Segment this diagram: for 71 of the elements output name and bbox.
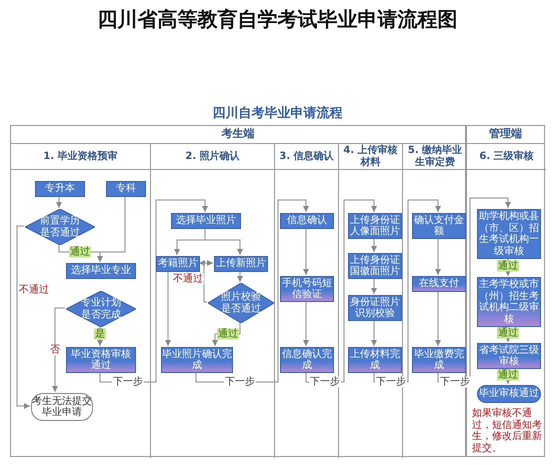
lane-header: 考生端 — [11, 126, 465, 144]
process-box: 毕业资格审核通过 — [66, 347, 136, 373]
edge-label: 通过 — [497, 328, 519, 338]
edge-label: 是 — [94, 328, 106, 340]
process-box: 手机号码短信验证 — [280, 276, 334, 302]
lane-header: 2. 照片确认 — [151, 144, 274, 170]
process-box: 专科 — [106, 181, 146, 197]
edge-label: 通过 — [69, 246, 91, 258]
connector-arrow — [100, 200, 208, 382]
process-box: 考籍照片 — [156, 256, 200, 272]
process-box: 助学机构或县（市、区）招生考试机构一级审核 — [477, 209, 541, 259]
note-text: 如果审核不通过，短信通知考生，修改后重新提交。 — [472, 408, 542, 454]
process-box: 上传材料完成 — [348, 347, 402, 373]
connector-arrow — [16, 226, 30, 409]
edge-label: 通过 — [497, 370, 519, 380]
connector-arrow — [435, 290, 441, 346]
process-box: 主考学校或市（州）招生考试机构二级审核 — [477, 277, 541, 327]
terminal-box: 考生无法提交毕业申请 — [31, 393, 93, 421]
edge-label: 下一步 — [309, 376, 341, 388]
edge-label: 下一步 — [439, 376, 471, 388]
process-box: 专升本 — [35, 181, 85, 197]
connector-arrow — [374, 200, 441, 382]
connector-arrow — [306, 200, 377, 382]
flowchart-heading: 四川自考毕业申请流程 — [212, 104, 344, 122]
connector-arrow — [165, 270, 171, 346]
lane-header: 3. 信息确认 — [275, 144, 338, 170]
process-box: 身份证照片识别校验 — [348, 295, 402, 321]
process-box: 确认支付金额 — [412, 213, 466, 239]
page-title: 四川省高等教育自学考试毕业申请流程图 — [96, 6, 458, 33]
connector-arrow — [505, 368, 511, 384]
process-box: 上传新照片 — [214, 256, 268, 272]
process-box: 选择毕业照片 — [171, 213, 241, 229]
terminal-box: 毕业审核通过 — [477, 385, 541, 403]
process-box: 上传身份证人像面照片 — [348, 213, 402, 239]
process-box: 省考试院三级审核 — [477, 343, 541, 369]
edge-label: 通过 — [497, 260, 519, 272]
edge-label: 下一步 — [375, 376, 407, 388]
edge-label: 下一步 — [224, 376, 256, 388]
connector-arrow — [196, 200, 309, 382]
process-box: 在线支付 — [412, 276, 466, 292]
process-box: 信息确认 — [280, 213, 334, 229]
edge-label: 下一步 — [112, 376, 144, 388]
connector-arrow — [505, 258, 511, 276]
connector-arrow — [371, 238, 377, 252]
lane-header: 4. 上传审核材料 — [339, 144, 402, 170]
lane-header: 6. 三级审核 — [467, 144, 546, 170]
connector-arrow — [505, 326, 511, 342]
connector-arrow — [371, 278, 377, 294]
connector-arrow — [97, 196, 126, 262]
process-box: 毕业照片确认完成 — [161, 347, 233, 373]
connector-arrow — [52, 308, 66, 392]
process-box: 信息确认完成 — [280, 347, 334, 373]
connector-arrow — [371, 320, 377, 346]
connector-arrow — [303, 228, 309, 276]
process-box: 上传身份证国徽面照片 — [348, 253, 402, 279]
edge-label: 不通过 — [172, 274, 204, 284]
lane-header: 管理端 — [467, 126, 544, 144]
process-box: 毕业缴费完成 — [412, 347, 466, 373]
edge-label: 不通过 — [18, 284, 50, 296]
lane-header: 5. 缴纳毕业生审定费 — [403, 144, 467, 170]
process-box: 选择毕业专业 — [66, 263, 136, 279]
connector-arrow — [303, 300, 309, 346]
connector-arrow — [435, 238, 441, 276]
lane-header: 1. 毕业资格预审 — [11, 144, 150, 170]
connector-arrow — [204, 228, 243, 256]
swimlane — [275, 144, 339, 458]
swimlane — [11, 144, 151, 458]
edge-label: 通过 — [217, 328, 239, 340]
connector-arrow — [237, 270, 243, 282]
edge-label: 否 — [49, 344, 61, 356]
connector-arrow — [56, 196, 62, 208]
